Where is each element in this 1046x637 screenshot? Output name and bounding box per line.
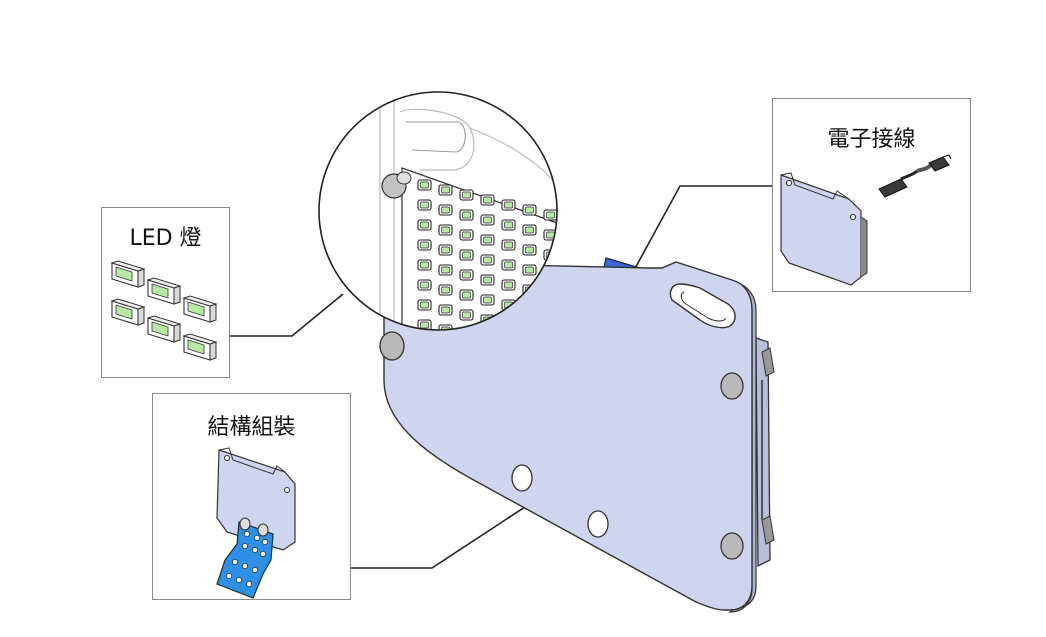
- led-component: [110, 260, 146, 288]
- bracket-assembly-icon: [216, 447, 296, 599]
- led-unit: [501, 239, 516, 251]
- led-unit: [438, 304, 453, 316]
- led-unit: [438, 244, 453, 256]
- leader-line-structure: [351, 504, 529, 569]
- handle-slot: [669, 283, 736, 329]
- led-component: [182, 333, 218, 361]
- led-unit: [501, 259, 516, 271]
- led-unit: [501, 199, 516, 211]
- led-unit: [522, 244, 537, 256]
- led-unit: [501, 219, 516, 231]
- led-unit: [459, 209, 474, 221]
- led-unit: [522, 264, 537, 276]
- led-unit: [417, 239, 432, 251]
- callout-led-label: LED 燈: [129, 226, 202, 251]
- callout-wiring: 電子接線: [772, 98, 971, 292]
- led-unit: [480, 214, 495, 226]
- led-component: [182, 295, 218, 323]
- led-unit: [417, 179, 432, 191]
- led-unit: [459, 269, 474, 281]
- led-unit: [438, 204, 453, 216]
- panel-side-rail: [755, 337, 775, 568]
- leader-line-wiring: [626, 185, 772, 284]
- callout-led: LED 燈: [101, 207, 230, 378]
- led-component: [146, 277, 182, 305]
- connector-cable-icon: [780, 154, 952, 286]
- led-icon: [110, 260, 218, 361]
- callout-wiring-label: 電子接線: [827, 127, 916, 152]
- led-unit: [459, 309, 474, 321]
- led-unit: [501, 279, 516, 291]
- mounting-bumps: [379, 331, 744, 560]
- led-unit: [417, 199, 432, 211]
- led-unit: [438, 284, 453, 296]
- led-unit: [480, 194, 495, 206]
- led-unit: [522, 204, 537, 216]
- led-unit: [522, 224, 537, 236]
- led-unit: [480, 274, 495, 286]
- led-unit: [459, 249, 474, 261]
- led-unit: [480, 254, 495, 266]
- led-unit: [543, 209, 557, 221]
- leader-line-led: [230, 293, 344, 337]
- callout-structure: 結構組裝: [152, 393, 351, 600]
- led-unit: [459, 289, 474, 301]
- led-unit: [417, 299, 432, 311]
- led-component: [146, 315, 182, 343]
- led-unit: [480, 294, 495, 306]
- led-unit: [459, 189, 474, 201]
- led-unit: [438, 264, 453, 276]
- callout-structure-label: 結構組裝: [207, 415, 296, 440]
- led-unit: [438, 224, 453, 236]
- led-unit: [417, 219, 432, 231]
- panel-face: [383, 261, 753, 611]
- led-unit: [417, 279, 432, 291]
- led-unit: [459, 229, 474, 241]
- led-unit: [480, 234, 495, 246]
- led-component: [110, 298, 146, 326]
- led-unit: [417, 259, 432, 271]
- led-unit: [438, 184, 453, 196]
- magnified-led-grid: [318, 91, 558, 331]
